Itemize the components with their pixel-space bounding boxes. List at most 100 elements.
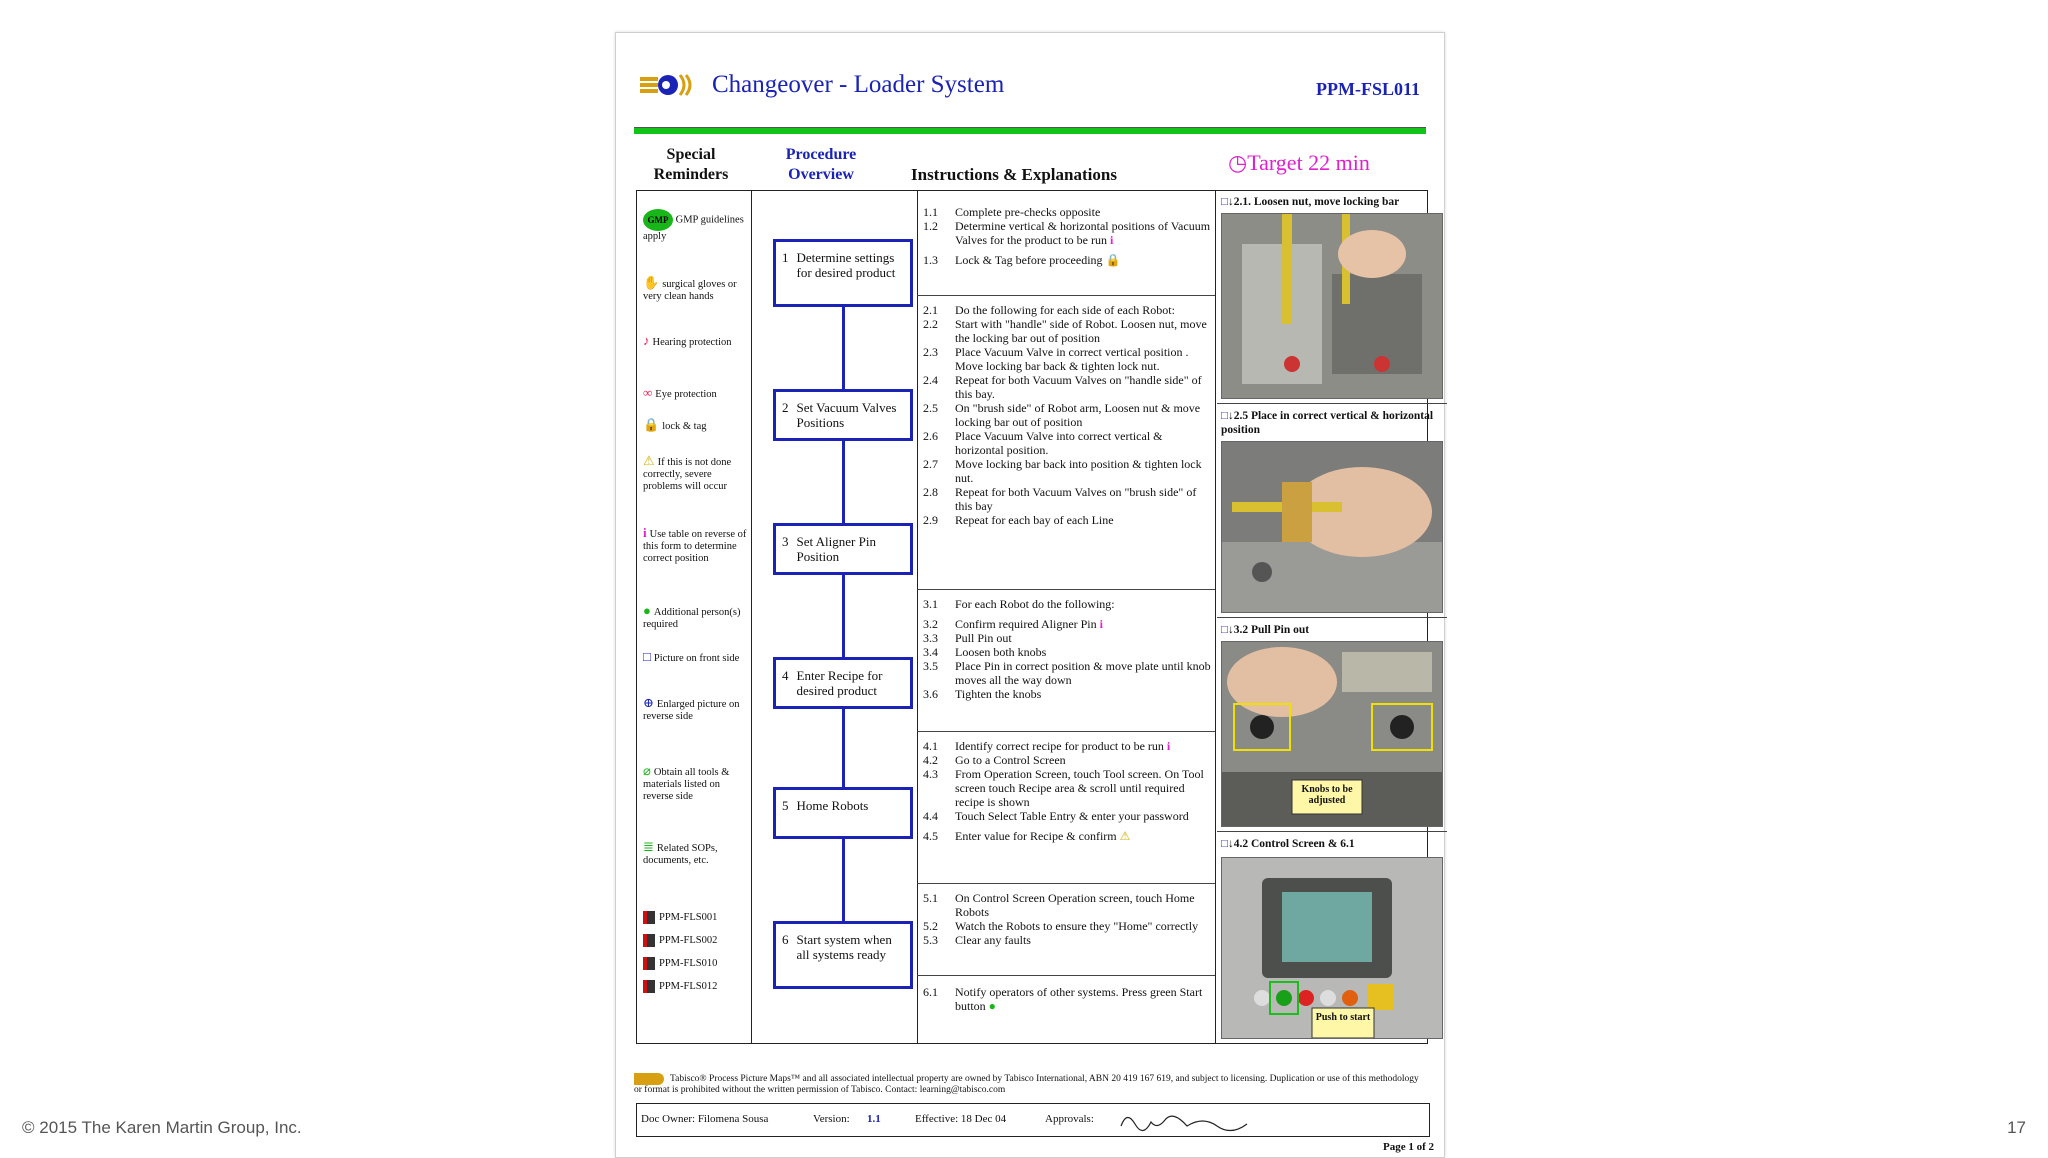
column-divider (917, 191, 918, 1043)
photo-note-knobs: Knobs to be adjusted (1301, 784, 1353, 806)
tabisco-logo-icon (640, 74, 692, 96)
slide-number: 17 (2007, 1118, 2026, 1137)
binder-icon (643, 911, 655, 924)
photo-caption-2: □↓2.5 Place in correct vertical & horizo… (1221, 410, 1434, 436)
group-divider (917, 975, 1215, 976)
clock-icon: ◷ (1228, 150, 1248, 175)
reminder-gloves: ✋surgical gloves or very clean hands (643, 275, 737, 302)
photo-loosen-nut (1221, 213, 1443, 399)
picture-icon: □ (643, 649, 651, 664)
group-divider (917, 883, 1215, 884)
photo-control-screen: Push to start (1221, 857, 1443, 1039)
reference-item[interactable]: PPM-FLS001 (643, 911, 749, 924)
photo-caption-1: □↓2.1. Loosen nut, move locking bar (1221, 196, 1400, 208)
info-icon: i (643, 525, 647, 540)
reminder-gmp: GMP GMP guidelines apply (643, 209, 749, 243)
reference-item[interactable]: PPM-FLS010 (643, 957, 749, 970)
doc-code: PPM-FSL011 (1316, 79, 1420, 99)
padlock-icon: 🔒 (643, 417, 660, 432)
header-target-time: ◷Target 22 min (1228, 150, 1370, 175)
reminder-hearing: ♪Hearing protection (643, 333, 732, 348)
procedure-table: GMP GMP guidelines apply ✋surgical glove… (636, 190, 1447, 1044)
reminder-enlarged: ⊕Enlarged picture on reverse side (643, 695, 740, 722)
procedure-document: Changeover - Loader System PPM-FSL011 Sp… (615, 32, 1447, 1158)
photo-divider (1217, 617, 1447, 618)
machine-photo-3 (1222, 642, 1442, 826)
reminder-tools: ⌀Obtain all tools & materials listed on … (643, 763, 730, 802)
group-divider (917, 295, 1215, 296)
flow-connector (842, 301, 845, 981)
photo-vacuum-valve (1221, 441, 1443, 613)
machine-photo-1 (1222, 214, 1442, 398)
gloves-icon: ✋ (643, 275, 660, 290)
reminder-sops: ≣Related SOPs, documents, etc. (643, 839, 718, 866)
reference-item[interactable]: PPM-FLS012 (643, 980, 749, 993)
tabisco-logo-small-icon (634, 1073, 664, 1085)
photo-note-push: Push to start (1315, 1012, 1371, 1023)
info-icon: i (1109, 233, 1114, 247)
reminder-picture: □Picture on front side (643, 649, 740, 664)
ear-icon: ♪ (643, 333, 650, 348)
warning-icon: ⚠ (1119, 829, 1131, 843)
reference-list: PPM-FLS001 PPM-FLS002 PPM-FLS010 PPM-FLS… (643, 911, 749, 1003)
doc-owner: Doc Owner: Filomena Sousa (641, 1113, 769, 1125)
group-divider (917, 731, 1215, 732)
paperclip-icon: ⌀ (643, 763, 651, 778)
binder-icon (643, 980, 655, 993)
gmp-icon: GMP (643, 209, 673, 231)
picture-icon: □ (1221, 624, 1228, 636)
effective-date: Effective: 18 Dec 04 (915, 1113, 1007, 1125)
info-icon: i (1166, 739, 1171, 753)
reference-item[interactable]: PPM-FLS002 (643, 934, 749, 947)
reminder-warning: ⚠If this is not done correctly, severe p… (643, 453, 732, 492)
enlarged-picture-icon: ⊕ (643, 695, 654, 710)
picture-icon: □ (1221, 838, 1228, 850)
signature-icon (1120, 1115, 1248, 1132)
reminder-person: ●Additional person(s) required (643, 603, 741, 630)
reminder-lock: 🔒lock & tag (643, 417, 707, 432)
copyright-notice: © 2015 The Karen Martin Group, Inc. (22, 1118, 302, 1137)
header-procedure-overview: Procedure Overview (785, 146, 857, 183)
document-icon: ≣ (643, 839, 654, 854)
photo-pull-pin: Knobs to be adjusted (1221, 641, 1443, 827)
header-divider (634, 127, 1426, 134)
binder-icon (643, 934, 655, 947)
reminder-eye: ∞Eye protection (643, 385, 717, 400)
padlock-icon: 🔒 (1105, 253, 1121, 267)
picture-icon: □ (1221, 196, 1228, 208)
doc-title: Changeover - Loader System (712, 71, 1005, 98)
